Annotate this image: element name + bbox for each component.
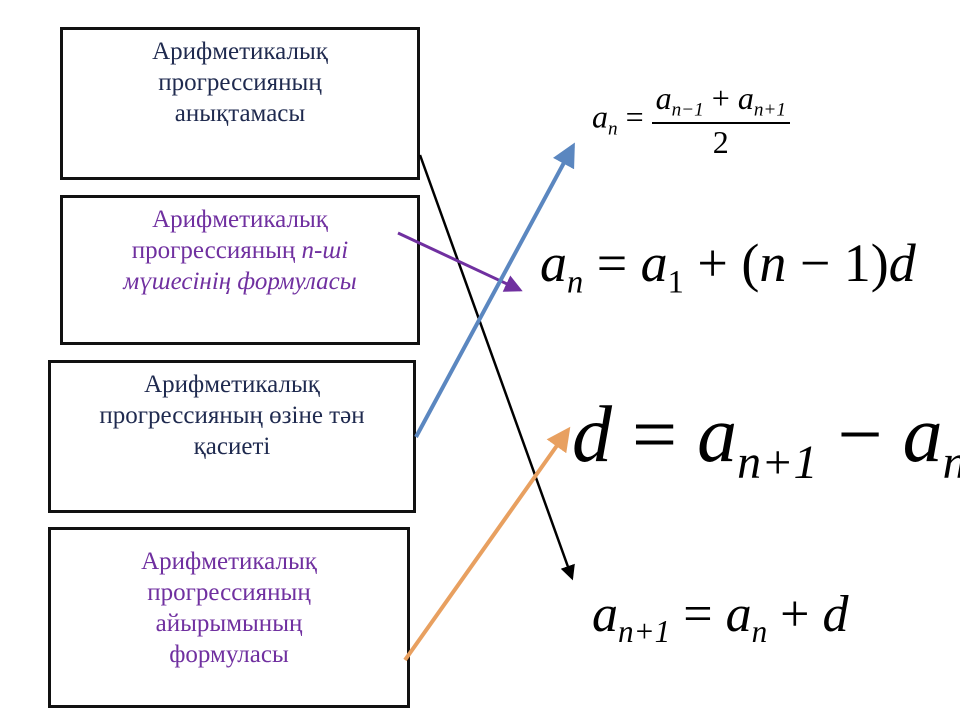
box-text: Арифметикалық	[152, 206, 328, 233]
box-text: қасиеті	[193, 433, 271, 460]
box-text: Арифметикалық	[144, 371, 320, 398]
formula-definition: an+1 = an + d	[592, 586, 849, 649]
black-arrow	[418, 154, 575, 581]
box-text: Арифметикалық	[141, 548, 317, 575]
box-text: мүшесінің формуласы	[123, 268, 357, 295]
box-text: прогрессияның	[158, 69, 322, 96]
nth-term-formula-box: Арифметикалық прогрессияның n-ші мүшесін…	[60, 195, 420, 345]
box-text: Арифметикалық	[152, 38, 328, 65]
orange-arrow	[403, 426, 571, 662]
definition-box: Арифметикалық прогрессияның анықтамасы	[60, 27, 420, 180]
box-text: n-ші	[301, 237, 349, 264]
difference-formula-box: Арифметикалық прогрессияның айырымының ф…	[48, 527, 410, 708]
formula-difference: d = an+1 − an	[572, 391, 960, 489]
property-box: Арифметикалық прогрессияның өзіне тән қа…	[48, 360, 416, 513]
formula-nth-term: an = a1 + (n − 1)d	[540, 233, 916, 301]
box-text: прогрессияның	[147, 579, 311, 606]
blue-arrow	[414, 142, 575, 438]
box-text: прогрессияның өзіне тән	[99, 402, 365, 429]
box-text: анықтамасы	[174, 100, 306, 127]
box-text: формуласы	[169, 641, 289, 668]
box-text: прогрессияның	[131, 237, 302, 264]
box-text: айырымының	[155, 610, 303, 637]
